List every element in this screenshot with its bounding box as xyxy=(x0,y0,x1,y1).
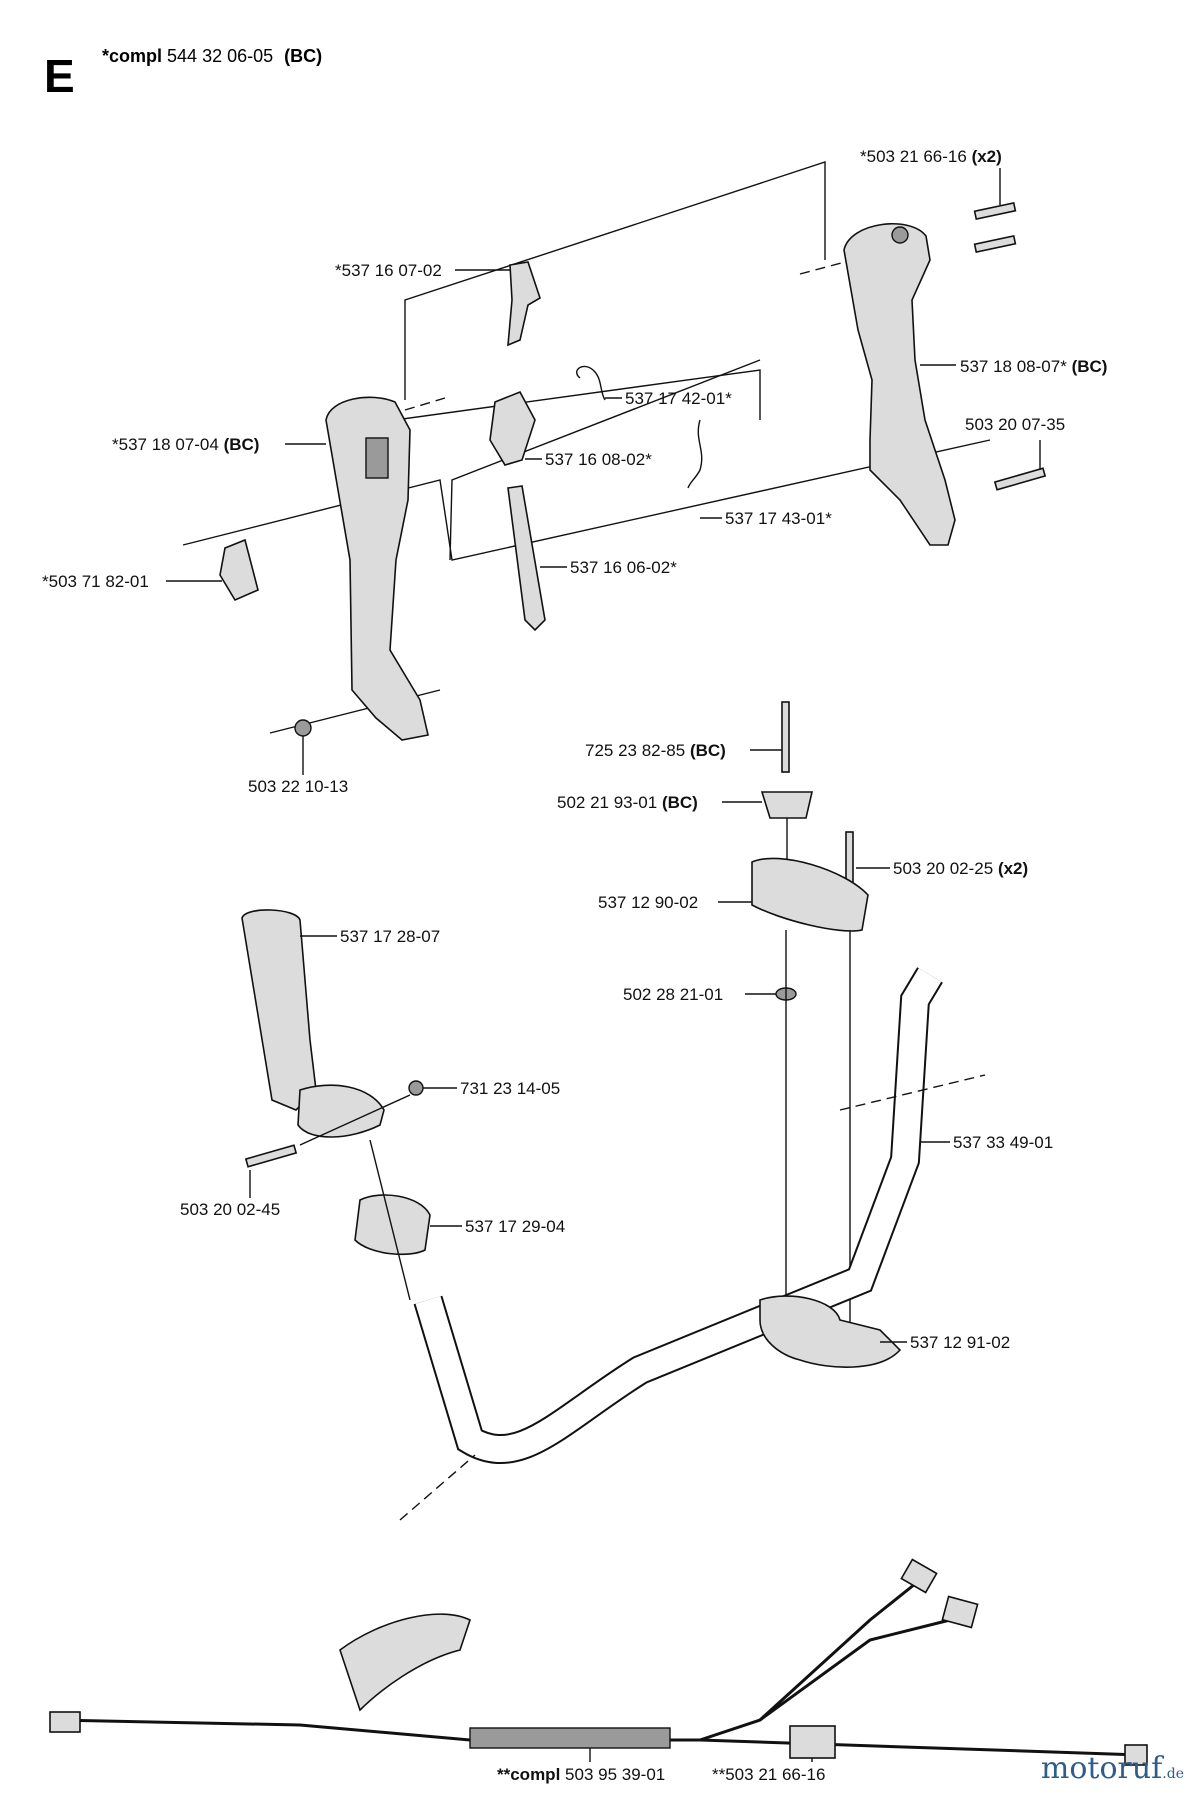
section-header: *compl 544 32 06-05 (BC) xyxy=(102,46,322,66)
label-l24: **503 21 66-16 xyxy=(712,1765,825,1784)
handle-slot xyxy=(365,437,389,479)
handle-clamp xyxy=(354,1194,431,1256)
label-l07: 503 20 07-35 xyxy=(965,415,1065,434)
label-l13: 502 21 93-01 (BC) xyxy=(557,793,698,812)
upper-clamp xyxy=(751,857,869,932)
throttle-trigger xyxy=(489,390,536,466)
label-l02: *537 16 07-02 xyxy=(335,261,442,280)
label-l03: 537 18 08-07* (BC) xyxy=(960,357,1107,376)
connector-a xyxy=(900,1558,938,1594)
watermark-tld: .de xyxy=(1162,1766,1184,1782)
label-l06: 537 16 08-02* xyxy=(545,450,652,469)
tube-body xyxy=(415,968,942,1463)
cable-right xyxy=(699,1738,1141,1757)
handle-assembly xyxy=(182,161,1047,741)
tube-dash-left xyxy=(399,1454,476,1521)
stop-switch xyxy=(219,538,259,602)
throttle-lockout xyxy=(507,485,546,632)
watermark: motoruf.de xyxy=(1041,1751,1184,1786)
assembly-line xyxy=(404,161,826,400)
spring-1 xyxy=(576,365,606,401)
cable-end xyxy=(1124,1744,1148,1766)
label-l15: 537 12 90-02 xyxy=(598,893,698,912)
cable-adjuster xyxy=(789,1725,836,1759)
cable-main xyxy=(54,1578,921,1742)
label-l08: 537 17 43-01* xyxy=(725,509,832,528)
left-handle-half xyxy=(325,396,429,741)
label-l22: 537 12 91-02 xyxy=(910,1333,1010,1352)
tube-dash-right xyxy=(839,1074,986,1111)
label-l05: *537 18 07-04 (BC) xyxy=(112,435,259,454)
label-l20: 503 20 02-45 xyxy=(180,1200,280,1219)
throttle-unit xyxy=(339,1613,471,1712)
nut xyxy=(294,719,312,737)
lockout-lever xyxy=(507,261,541,347)
screw-boss xyxy=(891,226,909,244)
long-screw xyxy=(993,467,1047,491)
grip-screw xyxy=(244,1144,298,1168)
label-l23: **compl 503 95 39-01 xyxy=(497,1765,665,1784)
part-labels: *503 21 66-16 (x2) *537 16 07-02 537 18 … xyxy=(42,147,1107,1784)
throttle-cable xyxy=(49,1558,1148,1766)
label-l14: 503 20 02-25 (x2) xyxy=(893,859,1028,878)
spring-2 xyxy=(687,419,703,489)
grip xyxy=(241,909,317,1111)
dash-line-2 xyxy=(799,261,846,275)
label-l18: 731 23 14-05 xyxy=(460,1079,560,1098)
watermark-brand: motoruf xyxy=(1040,1751,1163,1786)
bolt xyxy=(781,701,790,773)
guide-line-4 xyxy=(299,1094,411,1146)
lower-clamp xyxy=(759,1295,902,1368)
guide-line-5 xyxy=(369,1139,411,1301)
handle-and-tube xyxy=(241,701,986,1521)
label-l10: 537 16 06-02* xyxy=(570,558,677,577)
wing-nut xyxy=(760,791,814,819)
right-handle-half xyxy=(843,223,956,546)
label-l17: 502 28 21-01 xyxy=(623,985,723,1004)
label-l21: 537 17 29-04 xyxy=(465,1217,565,1236)
label-l16: 537 17 28-07 xyxy=(340,927,440,946)
cable-terminal xyxy=(49,1711,81,1733)
label-l11: 503 22 10-13 xyxy=(248,777,348,796)
connector-b xyxy=(941,1595,979,1629)
label-l01: *503 21 66-16 (x2) xyxy=(860,147,1002,166)
grip-base xyxy=(297,1084,385,1138)
tube-outline xyxy=(413,967,943,1465)
grip-nut xyxy=(408,1080,424,1096)
label-l12: 725 23 82-85 (BC) xyxy=(585,741,726,760)
cable-branch xyxy=(759,1618,951,1722)
label-l19: 537 33 49-01 xyxy=(953,1133,1053,1152)
assembly-line-4 xyxy=(449,359,761,561)
label-l04: 537 17 42-01* xyxy=(625,389,732,408)
dash-line xyxy=(404,397,446,411)
screw-pair xyxy=(973,201,1017,254)
section-letter: E xyxy=(44,50,75,102)
assembly-line-3 xyxy=(182,439,991,561)
label-l09: *503 71 82-01 xyxy=(42,572,149,591)
cable-sleeve xyxy=(469,1727,671,1749)
